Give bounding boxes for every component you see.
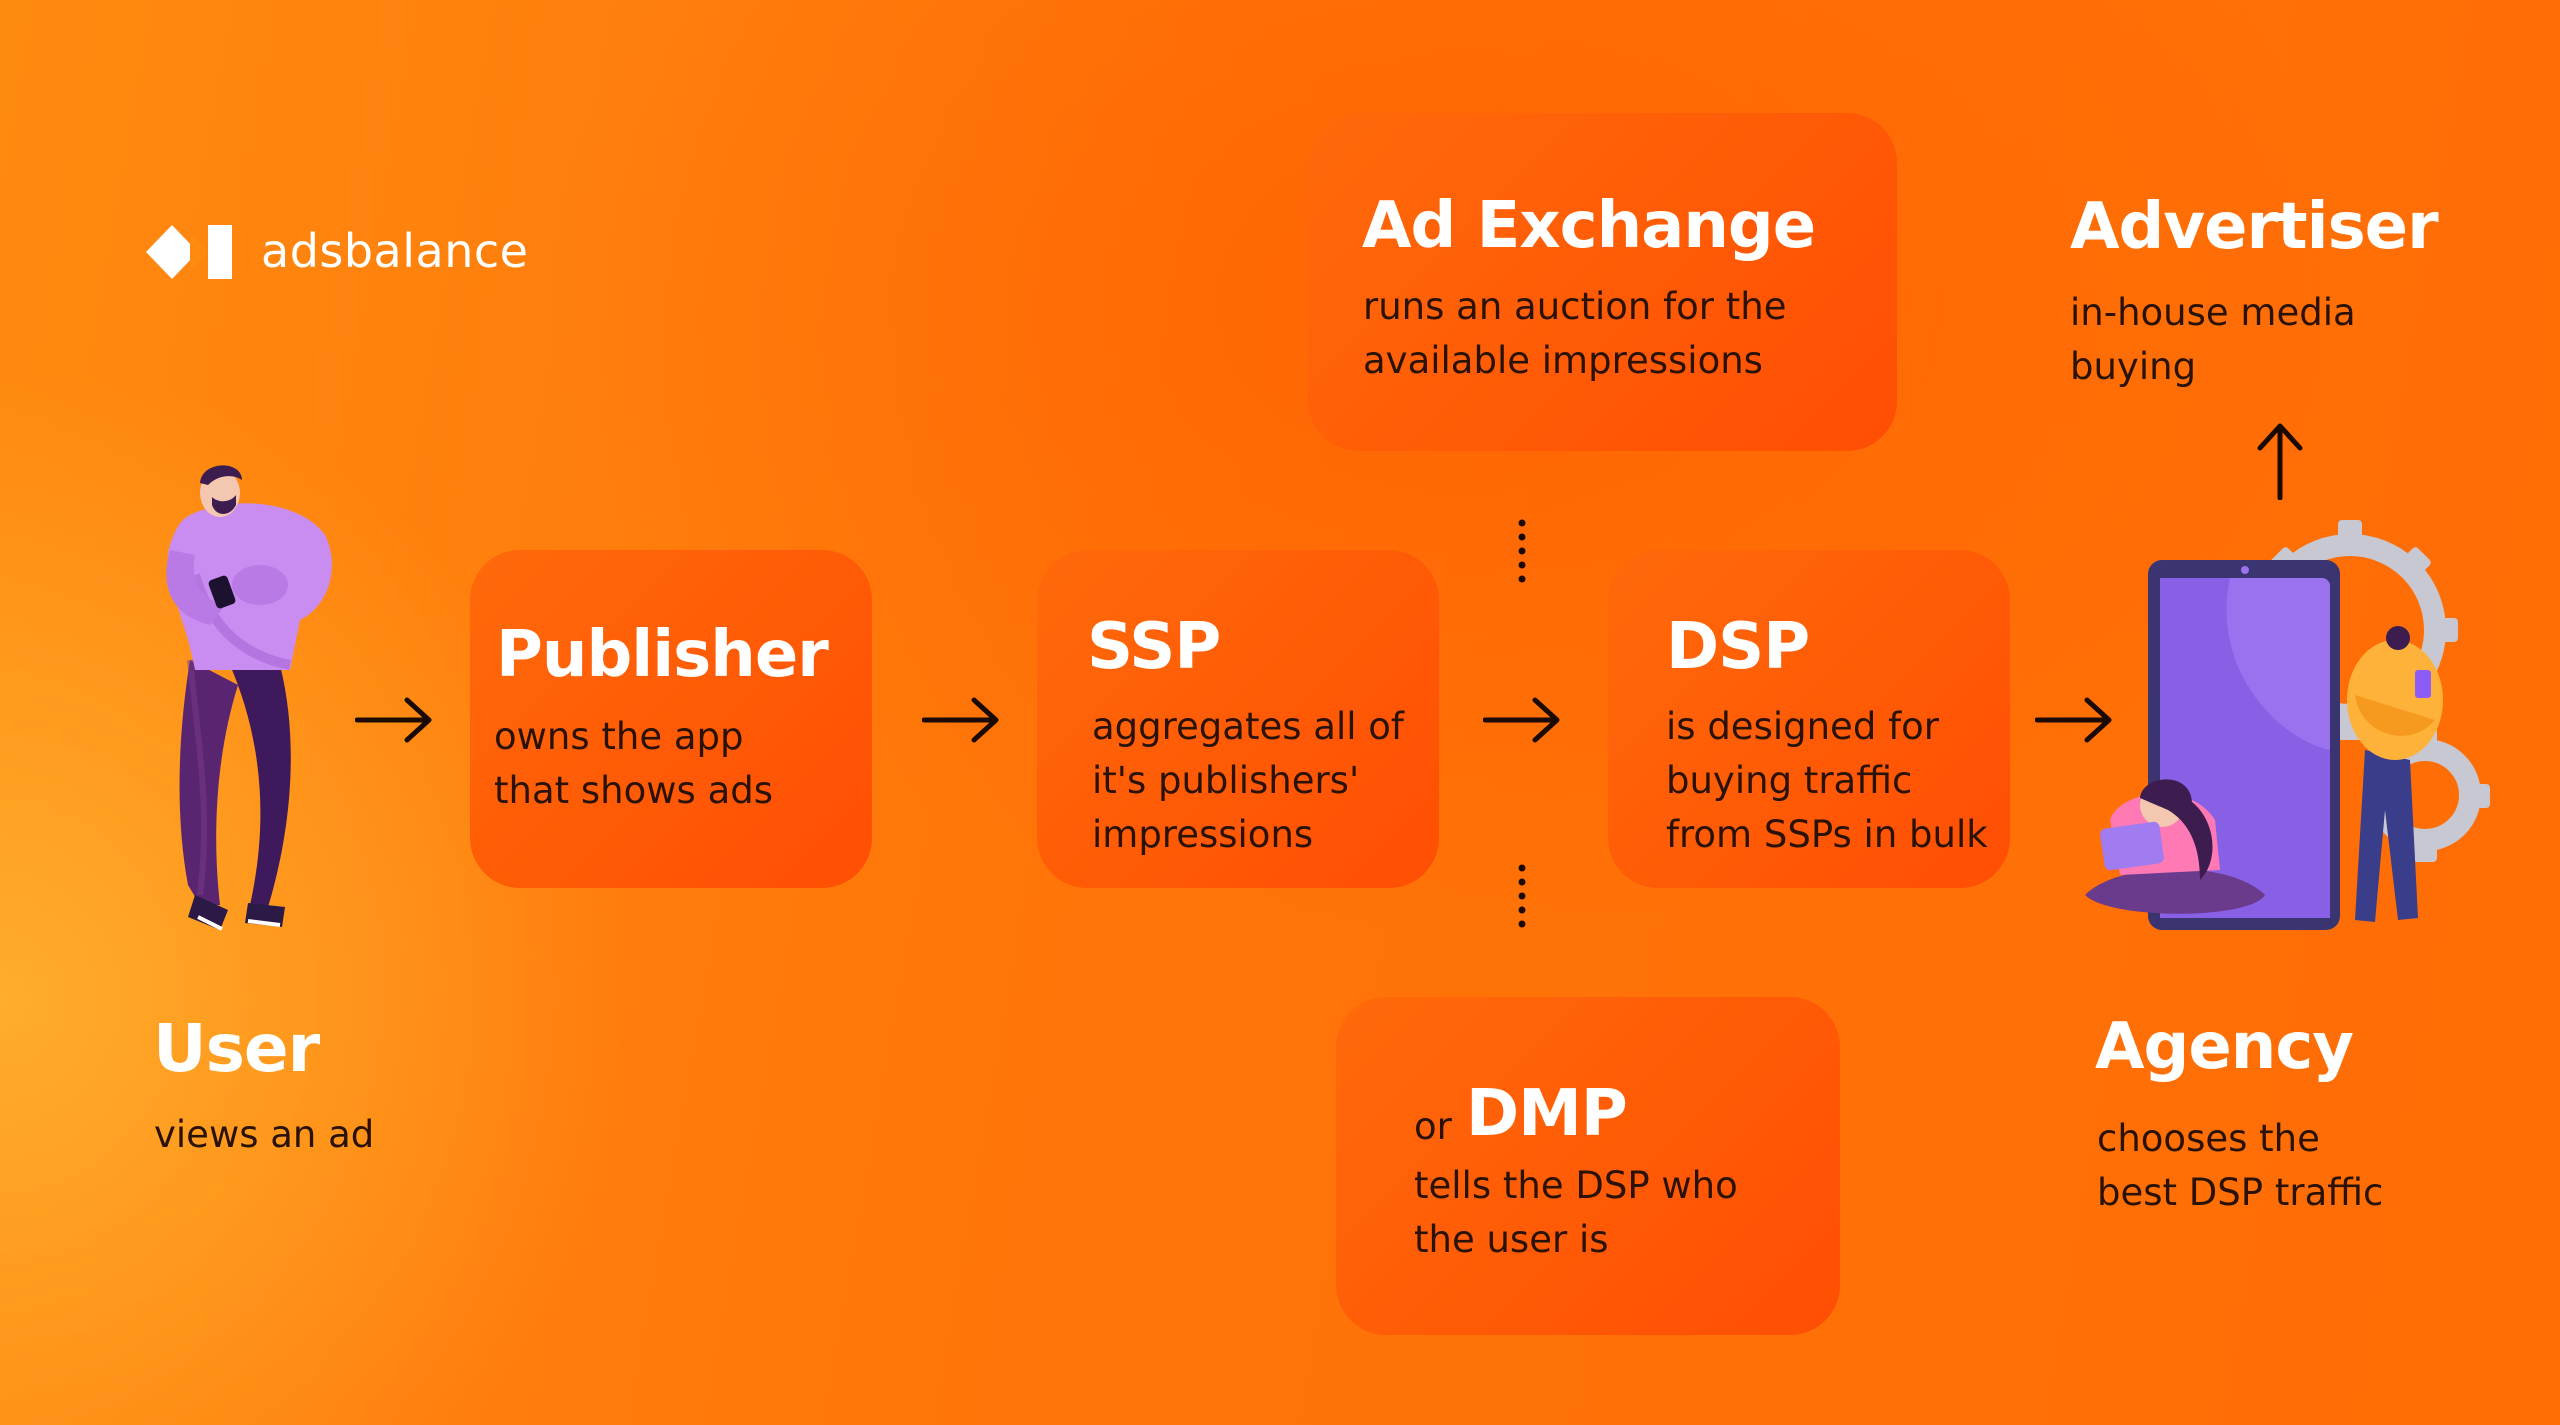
arrow-right-icon (1483, 697, 1560, 743)
adsbalance-logo-icon (146, 225, 232, 279)
brand-name: adsbalance (261, 224, 529, 278)
node-dmp-title: DMP (1466, 1077, 1628, 1151)
node-publisher-title: Publisher (496, 618, 829, 692)
node-ad-exchange-desc: runs an auction for the available impres… (1363, 285, 1787, 382)
node-user-desc: views an ad (154, 1113, 375, 1156)
node-ad-exchange-title: Ad Exchange (1362, 189, 1816, 263)
node-agency: Agency chooses the best DSP traffic (2095, 1010, 2535, 1240)
node-publisher-desc: owns the app that shows ads (494, 715, 773, 812)
agency-illustration (2085, 520, 2490, 930)
node-dmp-desc: tells the DSP who the user is (1414, 1164, 1738, 1261)
node-ssp-desc: aggregates all of it's publishers' impre… (1092, 705, 1404, 856)
node-advertiser-desc: in-house media buying (2070, 291, 2356, 388)
node-advertiser: Advertiser in-house media buying (2070, 190, 2540, 410)
arrow-right-icon (922, 697, 999, 743)
arrow-right-icon (355, 697, 432, 743)
node-user-title: User (153, 1010, 320, 1087)
user-illustration (166, 465, 332, 931)
node-user: User views an ad (153, 1010, 573, 1160)
dotted-connector (1518, 864, 1526, 928)
node-dsp: DSP is designed for buying traffic from … (1608, 550, 2010, 888)
node-ssp-title: SSP (1087, 610, 1221, 684)
dotted-connector (1518, 519, 1526, 583)
arrow-up-icon (2257, 423, 2303, 500)
node-agency-desc: chooses the best DSP traffic (2097, 1117, 2384, 1214)
node-agency-title: Agency (2095, 1010, 2354, 1084)
node-dmp-prefix: or (1414, 1105, 1452, 1148)
node-dmp: or DMP tells the DSP who the user is (1336, 997, 1840, 1335)
brand-logo: adsbalance (145, 222, 585, 282)
node-dsp-title: DSP (1666, 610, 1810, 684)
node-publisher: Publisher owns the app that shows ads (470, 550, 872, 888)
node-ad-exchange: Ad Exchange runs an auction for the avai… (1308, 113, 1897, 451)
arrow-right-icon (2035, 697, 2112, 743)
node-advertiser-title: Advertiser (2070, 190, 2439, 264)
node-ssp: SSP aggregates all of it's publishers' i… (1037, 550, 1439, 888)
node-dsp-desc: is designed for buying traffic from SSPs… (1666, 705, 1988, 856)
